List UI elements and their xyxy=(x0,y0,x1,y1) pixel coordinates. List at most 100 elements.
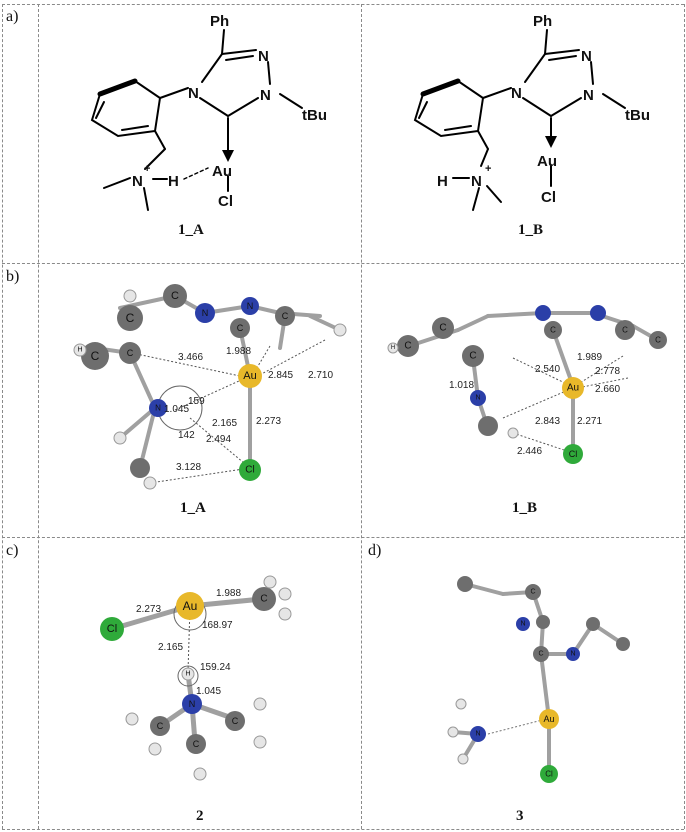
divider-row2 xyxy=(2,537,684,538)
atom-symbol: C xyxy=(127,348,134,358)
atom-symbol: Au xyxy=(543,714,554,724)
panel-label-c: c) xyxy=(6,542,19,559)
label-n3: N xyxy=(583,87,594,104)
distance-label: 2.660 xyxy=(595,384,620,395)
atom-symbol: Au xyxy=(183,599,198,613)
atom-symbol: Cl xyxy=(569,449,578,459)
model-1A: C C C N N C C C N Au Cl H 3.466 1.988 2.… xyxy=(73,284,347,490)
divider-row1 xyxy=(2,263,684,264)
structure-1B: Ph N N N tBu N + H Au Cl xyxy=(413,13,650,211)
label-plus: + xyxy=(144,163,150,175)
distance-label: 2.778 xyxy=(595,366,620,377)
border-bottom xyxy=(2,829,684,830)
atoms-1B xyxy=(387,305,667,464)
atom-symbol: N xyxy=(189,699,196,709)
atom-symbol: C xyxy=(439,323,446,334)
distance-label: 3.128 xyxy=(176,462,201,473)
atom-symbol: N xyxy=(202,308,209,318)
distance-label: 1.988 xyxy=(216,588,241,599)
compound-label-1B-top: 1_B xyxy=(518,222,544,238)
model-3: C N C N Au Cl N xyxy=(447,576,630,783)
distance-label: 2.273 xyxy=(256,416,281,427)
label-tbu: tBu xyxy=(302,107,327,124)
distance-label: 2.165 xyxy=(212,418,237,429)
label-n1: N xyxy=(511,85,522,102)
atom-symbol: H xyxy=(185,671,190,678)
panel-label-b: b) xyxy=(6,268,20,285)
border-left xyxy=(2,4,3,829)
atom-symbol: Cl xyxy=(545,770,553,779)
atom-symbol: C xyxy=(193,739,200,749)
distance-label: 1.018 xyxy=(449,380,474,391)
atom-symbol: C xyxy=(237,323,244,333)
distance-label: 1.045 xyxy=(164,404,189,415)
label-tbu: tBu xyxy=(625,107,650,124)
label-plus: + xyxy=(485,163,491,175)
distance-label: 2.494 xyxy=(206,434,231,445)
distance-label: 2.273 xyxy=(136,604,161,615)
panel-label-d: d) xyxy=(368,542,382,559)
atoms-3 xyxy=(447,576,630,783)
distance-label: 1.045 xyxy=(196,686,221,697)
distance-label: 1.989 xyxy=(577,352,602,363)
inner-border-left xyxy=(38,4,39,829)
atom-symbol: C xyxy=(232,716,239,726)
atom-symbol: Cl xyxy=(245,465,254,476)
label-ph: Ph xyxy=(533,13,552,30)
atom-symbol: C xyxy=(171,290,179,302)
distance-label: 1.988 xyxy=(226,346,251,357)
label-n2: N xyxy=(581,48,592,65)
distance-label: 142 xyxy=(178,430,195,441)
atom-symbol: C xyxy=(550,326,556,335)
distance-label: 168.97 xyxy=(202,620,233,631)
label-n3: N xyxy=(260,87,271,104)
label-n2: N xyxy=(258,48,269,65)
panel-label-a: a) xyxy=(6,8,19,25)
atom-symbol: Cl xyxy=(107,623,117,635)
atoms-2 xyxy=(100,575,292,781)
atom-symbol: Au xyxy=(243,370,256,382)
distance-label: 2.843 xyxy=(535,416,560,427)
label-cl: Cl xyxy=(218,193,233,210)
label-au: Au xyxy=(212,163,232,180)
label-h: H xyxy=(437,173,448,190)
compound-label-1A-model: 1_A xyxy=(180,500,206,516)
compound-label-1B-model: 1_B xyxy=(512,500,538,516)
atom-symbol: C xyxy=(260,594,267,605)
atom-symbol: C xyxy=(530,589,535,596)
compound-label-1A-top: 1_A xyxy=(178,222,204,238)
label-ph: Ph xyxy=(210,13,229,30)
atom-symbol: C xyxy=(404,341,411,352)
distance-label: 159.24 xyxy=(200,662,231,673)
atom-symbol: C xyxy=(655,336,661,345)
border-right xyxy=(684,4,685,829)
divider-col xyxy=(361,4,362,829)
distance-label: 2.540 xyxy=(535,364,560,375)
distance-label: 3.466 xyxy=(178,352,203,363)
label-n1: N xyxy=(188,85,199,102)
atom-symbol: C xyxy=(538,651,543,658)
model-2: Cl Au C N C C C H 2.273 1.988 168.97 2.1… xyxy=(100,575,292,781)
compound-label-3: 3 xyxy=(516,808,524,824)
atom-symbol: N xyxy=(475,731,480,738)
border-top xyxy=(2,4,684,5)
atom-symbol: C xyxy=(157,721,164,731)
atom-symbol: C xyxy=(126,311,135,325)
atom-symbol: N xyxy=(475,395,480,402)
label-cl: Cl xyxy=(541,189,556,206)
distance-label: 2.271 xyxy=(577,416,602,427)
atom-symbol: C xyxy=(622,326,628,335)
atom-symbol: C xyxy=(282,311,289,321)
label-h: H xyxy=(168,173,179,190)
atom-symbol: Au xyxy=(567,383,579,394)
atom-symbol: N xyxy=(155,404,161,413)
distance-label: 2.845 xyxy=(268,370,293,381)
label-au: Au xyxy=(537,153,557,170)
atom-symbol: N xyxy=(520,621,525,628)
atom-symbol: H xyxy=(77,347,82,354)
atom-symbol: C xyxy=(91,349,100,363)
distance-label: 2.446 xyxy=(517,446,542,457)
label-n-ammonium: N xyxy=(471,173,482,190)
atom-symbol: N xyxy=(247,301,254,311)
